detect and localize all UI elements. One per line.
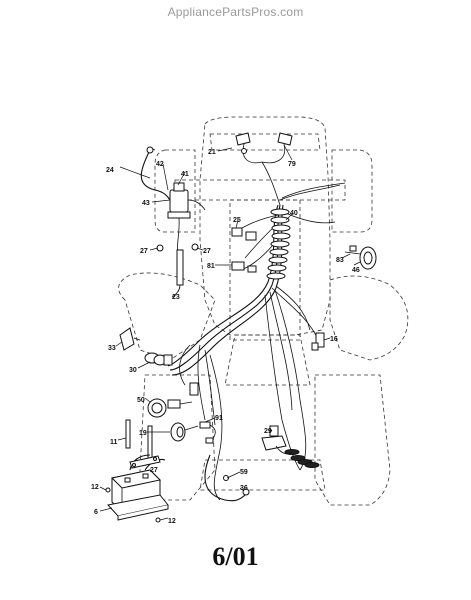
callout-79: 79	[288, 161, 296, 168]
pto-switch	[119, 327, 141, 351]
callout-16: 16	[330, 336, 338, 343]
front-bumper-outline	[209, 133, 321, 151]
headlight-right	[261, 132, 293, 164]
deck-left-outline	[118, 272, 216, 361]
tractor-outline	[118, 116, 409, 506]
headlight-left	[235, 132, 263, 164]
callout-12-upper: 12	[91, 484, 99, 491]
switch-81	[231, 261, 245, 271]
callout-50: 50	[137, 397, 145, 404]
right-light-assembly	[344, 245, 377, 270]
right-front-wheel-outline	[331, 149, 373, 233]
connector-16b	[311, 342, 319, 351]
callout-40: 40	[290, 210, 298, 217]
callout-27-right: 27	[203, 248, 211, 255]
rear-light	[170, 422, 199, 442]
callout-41: 41	[181, 171, 189, 178]
callout-12-lower: 12	[168, 518, 176, 525]
ring-terminal-27-right	[191, 243, 199, 251]
bracket-19	[147, 425, 153, 463]
frame-outline	[229, 199, 301, 341]
hold-down-strap	[129, 455, 161, 469]
rear-deck-outline	[199, 459, 326, 491]
socket-21	[241, 148, 247, 154]
left-front-wheel-outline	[154, 149, 196, 233]
fender-right-outline	[314, 374, 391, 506]
callout-43: 43	[142, 200, 150, 207]
dash-panel-outline	[174, 179, 346, 201]
bracket-11	[125, 419, 131, 449]
callout-42: 42	[156, 161, 164, 168]
watermark-text: AppliancePartsPros.com	[167, 5, 304, 19]
callout-29: 29	[264, 428, 272, 435]
seat-harness-coil	[284, 449, 320, 468]
leader-lines	[99, 144, 361, 521]
plug-36	[205, 437, 214, 444]
callout-21: 21	[208, 149, 216, 156]
components	[105, 132, 377, 523]
callout-91: 91	[215, 415, 223, 422]
harness-coil	[266, 208, 291, 280]
bolt-12-lower	[155, 517, 161, 523]
callout-27-battery: 27	[150, 467, 158, 474]
callout-59: 59	[240, 469, 248, 476]
callout-30: 30	[129, 367, 137, 374]
switch-81b	[247, 265, 257, 273]
callout-19: 19	[139, 430, 147, 437]
callout-6: 6	[94, 509, 98, 516]
revision-date: 6/01	[212, 542, 259, 571]
callout-33: 33	[108, 345, 116, 352]
seat-switch	[261, 425, 293, 455]
callout-46: 46	[352, 267, 360, 274]
bolt-12-upper	[105, 487, 111, 493]
callout-81: 81	[207, 263, 215, 270]
connector-block	[189, 382, 199, 396]
main-harness	[167, 182, 346, 501]
callout-23: 23	[172, 294, 180, 301]
switch-25b	[245, 231, 257, 241]
solenoid-assembly	[140, 146, 206, 298]
callout-83: 83	[336, 257, 344, 264]
callout-11: 11	[110, 439, 118, 446]
switch-25	[231, 227, 243, 237]
callout-36: 36	[240, 485, 248, 492]
ground-cable	[204, 454, 250, 502]
gauge-50	[147, 398, 193, 418]
deck-right-outline	[329, 275, 409, 361]
ignition-switch	[144, 352, 173, 366]
callout-25: 25	[233, 217, 241, 224]
seat-outline	[224, 334, 311, 386]
callout-24: 24	[106, 167, 114, 174]
callout-labels: 24 42 41 43 27 27 23 21 79 40 25 81 83 4…	[91, 149, 360, 525]
callout-27-left: 27	[140, 248, 148, 255]
